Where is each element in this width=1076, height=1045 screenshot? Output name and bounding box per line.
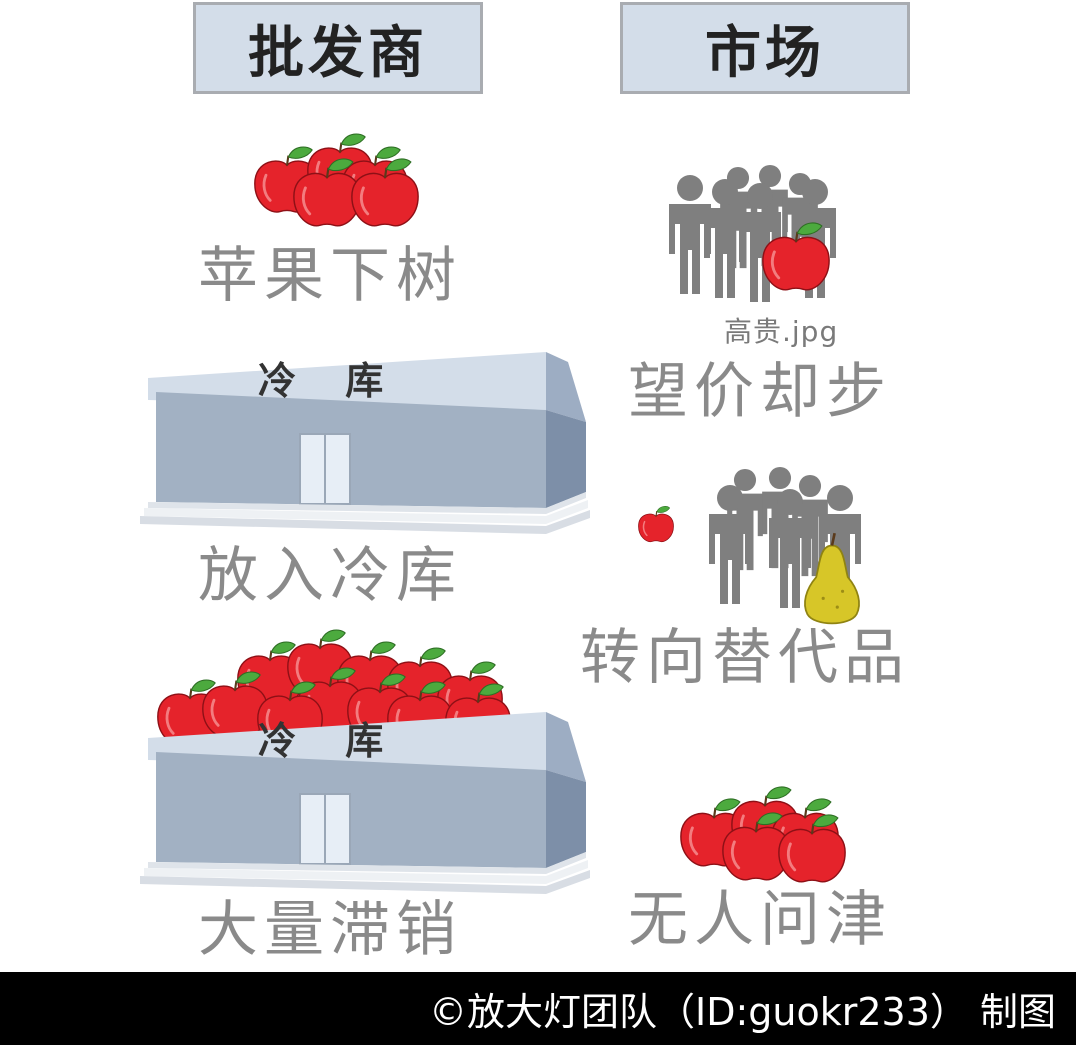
warehouse-sign: 冷 库	[258, 359, 402, 403]
credit-text: ©放大灯团队（ID:guokr233） 制图	[429, 990, 1056, 1034]
caption-turn-to-substitutes: 转向替代品	[580, 623, 910, 693]
tiny-apple	[637, 505, 675, 543]
illustration-canvas	[139, 132, 861, 895]
caption-into-cold-storage: 放入冷库	[198, 541, 462, 611]
apple-cluster-small	[253, 132, 420, 228]
caption-deterred-by-price: 望价却步	[628, 357, 892, 427]
caption-expensive-tag: 高贵.jpg	[724, 315, 839, 348]
apple-cluster-unsold	[679, 785, 847, 884]
wholesaler-header: 批发商	[193, 2, 483, 94]
warehouse-sign-2: 冷 库	[258, 719, 402, 763]
market-header: 市场	[620, 2, 910, 94]
caption-apples-picked: 苹果下树	[198, 241, 462, 311]
credit-footer: ©放大灯团队（ID:guokr233） 制图	[0, 972, 1076, 1045]
caption-unsold: 大量滞销	[198, 895, 462, 965]
caption-no-interest: 无人问津	[628, 885, 892, 955]
